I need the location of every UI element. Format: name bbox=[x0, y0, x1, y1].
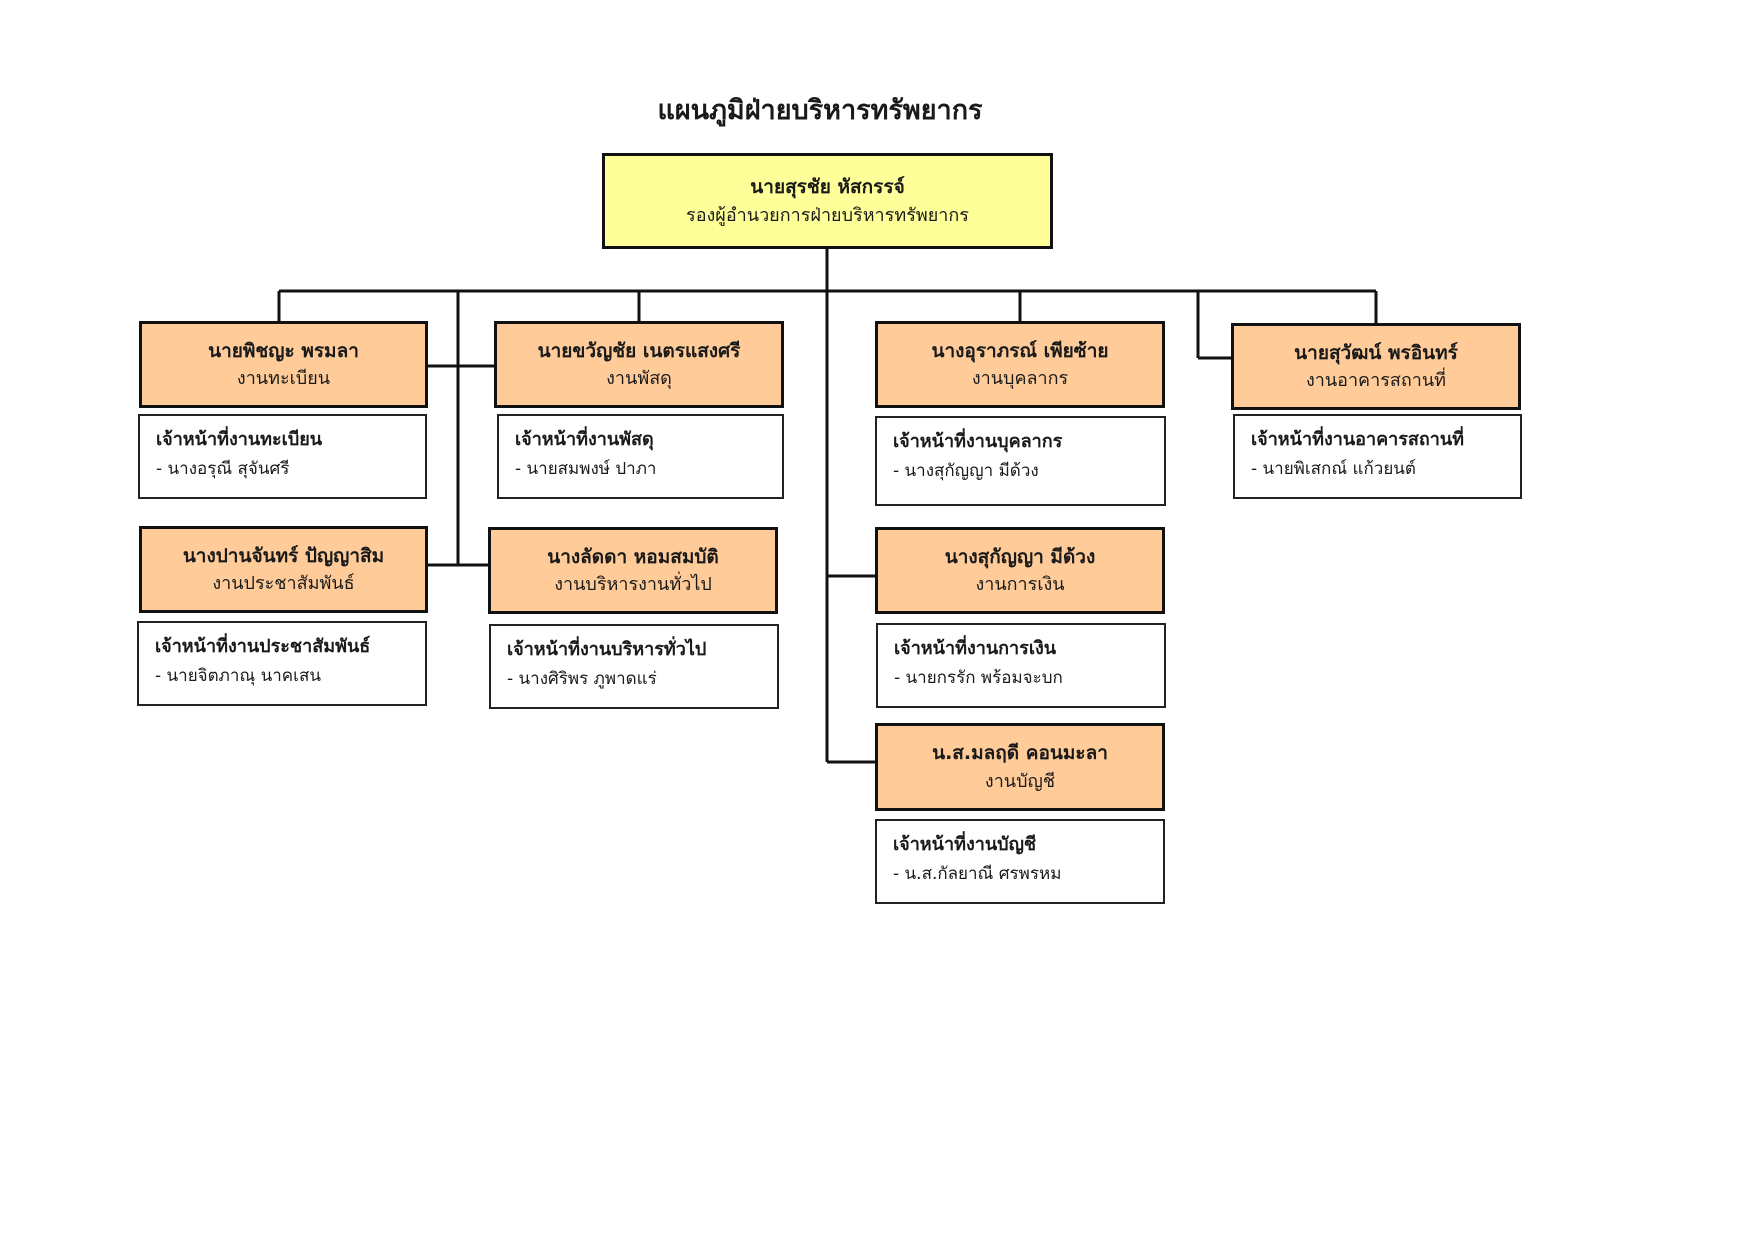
unit-name: งานบัญชี bbox=[984, 770, 1056, 792]
staff-name: - นางศิริพร ภูพาดแร่ bbox=[507, 668, 657, 689]
staff-name: - นายพิเสกณ์ แก้วยนต์ bbox=[1251, 458, 1416, 479]
unit-head-personnel: นางอุราภรณ์ เพียซ้าย งานบุคลากร bbox=[875, 321, 1165, 408]
unit-head-name: น.ส.มลฤดี คอนมะลา bbox=[932, 742, 1108, 765]
unit-head-general-admin: นางลัดดา หอมสมบัติ งานบริหารงานทั่วไป bbox=[488, 527, 778, 614]
staff-box-personnel: เจ้าหน้าที่งานบุคลากร - นางสุกัญญา มีด้ว… bbox=[875, 416, 1166, 506]
staff-title: เจ้าหน้าที่งานพัสดุ bbox=[515, 429, 654, 450]
unit-head-buildings: นายสุวัฒน์ พรอินทร์ งานอาคารสถานที่ bbox=[1231, 323, 1521, 410]
staff-title: เจ้าหน้าที่งานบุคลากร bbox=[893, 431, 1063, 452]
staff-name: - นางอรุณี สุจันศรี bbox=[156, 458, 290, 479]
unit-name: งานอาคารสถานที่ bbox=[1305, 370, 1447, 392]
unit-name: งานพัสดุ bbox=[606, 368, 672, 390]
unit-name: งานบุคลากร bbox=[971, 368, 1069, 390]
staff-name: - นายกรรัก พร้อมจะบก bbox=[894, 667, 1063, 688]
staff-title: เจ้าหน้าที่งานอาคารสถานที่ bbox=[1251, 429, 1465, 450]
staff-title: เจ้าหน้าที่งานการเงิน bbox=[894, 638, 1057, 659]
chart-title: แผนภูมิฝ่ายบริหารทรัพยากร bbox=[657, 95, 983, 126]
staff-box-finance: เจ้าหน้าที่งานการเงิน - นายกรรัก พร้อมจะ… bbox=[876, 623, 1166, 708]
unit-name: งานการเงิน bbox=[975, 574, 1065, 596]
staff-name: - นางสุกัญญา มีด้วง bbox=[893, 460, 1039, 481]
unit-head-accounting: น.ส.มลฤดี คอนมะลา งานบัญชี bbox=[875, 723, 1165, 811]
unit-head-name: นางปานจันทร์ ปัญญาสิม bbox=[182, 544, 385, 567]
staff-name: - น.ส.กัลยาณี ศรพรหม bbox=[893, 863, 1062, 884]
staff-box-public-relations: เจ้าหน้าที่งานประชาสัมพันธ์ - นายจิตภาณุ… bbox=[137, 621, 427, 706]
unit-name: งานประชาสัมพันธ์ bbox=[212, 573, 355, 595]
director-box: นายสุรชัย หัสกรรจ์ รองผู้อำนวยการฝ่ายบริ… bbox=[602, 153, 1053, 249]
unit-head-name: นางลัดดา หอมสมบัติ bbox=[547, 545, 719, 568]
staff-name: - นายจิตภาณุ นาคเสน bbox=[155, 665, 321, 686]
staff-box-buildings: เจ้าหน้าที่งานอาคารสถานที่ - นายพิเสกณ์ … bbox=[1233, 414, 1522, 499]
unit-head-name: นายพิชญะ พรมลา bbox=[208, 339, 359, 362]
unit-head-name: นางอุราภรณ์ เพียซ้าย bbox=[931, 339, 1109, 362]
staff-title: เจ้าหน้าที่งานบริหารทั่วไป bbox=[507, 639, 707, 660]
staff-title: เจ้าหน้าที่งานประชาสัมพันธ์ bbox=[155, 636, 371, 657]
staff-title: เจ้าหน้าที่งานทะเบียน bbox=[156, 429, 323, 450]
unit-head-registration: นายพิชญะ พรมลา งานทะเบียน bbox=[139, 321, 428, 408]
staff-box-general-admin: เจ้าหน้าที่งานบริหารทั่วไป - นางศิริพร ภ… bbox=[489, 624, 779, 709]
staff-box-supplies: เจ้าหน้าที่งานพัสดุ - นายสมพงษ์ ปาภา bbox=[497, 414, 784, 499]
staff-name: - นายสมพงษ์ ปาภา bbox=[515, 458, 657, 479]
unit-head-name: นายขวัญชัย เนตรแสงศรี bbox=[537, 339, 741, 362]
staff-box-registration: เจ้าหน้าที่งานทะเบียน - นางอรุณี สุจันศร… bbox=[138, 414, 427, 499]
unit-name: งานทะเบียน bbox=[236, 368, 331, 390]
staff-box-accounting: เจ้าหน้าที่งานบัญชี - น.ส.กัลยาณี ศรพรหม bbox=[875, 819, 1165, 904]
director-name: นายสุรชัย หัสกรรจ์ bbox=[750, 176, 905, 199]
unit-head-name: นายสุวัฒน์ พรอินทร์ bbox=[1294, 341, 1458, 364]
unit-head-finance: นางสุกัญญา มีด้วง งานการเงิน bbox=[875, 527, 1165, 614]
unit-head-name: นางสุกัญญา มีด้วง bbox=[944, 545, 1096, 568]
unit-name: งานบริหารงานทั่วไป bbox=[554, 574, 712, 596]
unit-head-supplies: นายขวัญชัย เนตรแสงศรี งานพัสดุ bbox=[494, 321, 784, 408]
director-position: รองผู้อำนวยการฝ่ายบริหารทรัพยากร bbox=[686, 204, 969, 226]
staff-title: เจ้าหน้าที่งานบัญชี bbox=[893, 834, 1037, 855]
unit-head-public-relations: นางปานจันทร์ ปัญญาสิม งานประชาสัมพันธ์ bbox=[139, 526, 428, 613]
